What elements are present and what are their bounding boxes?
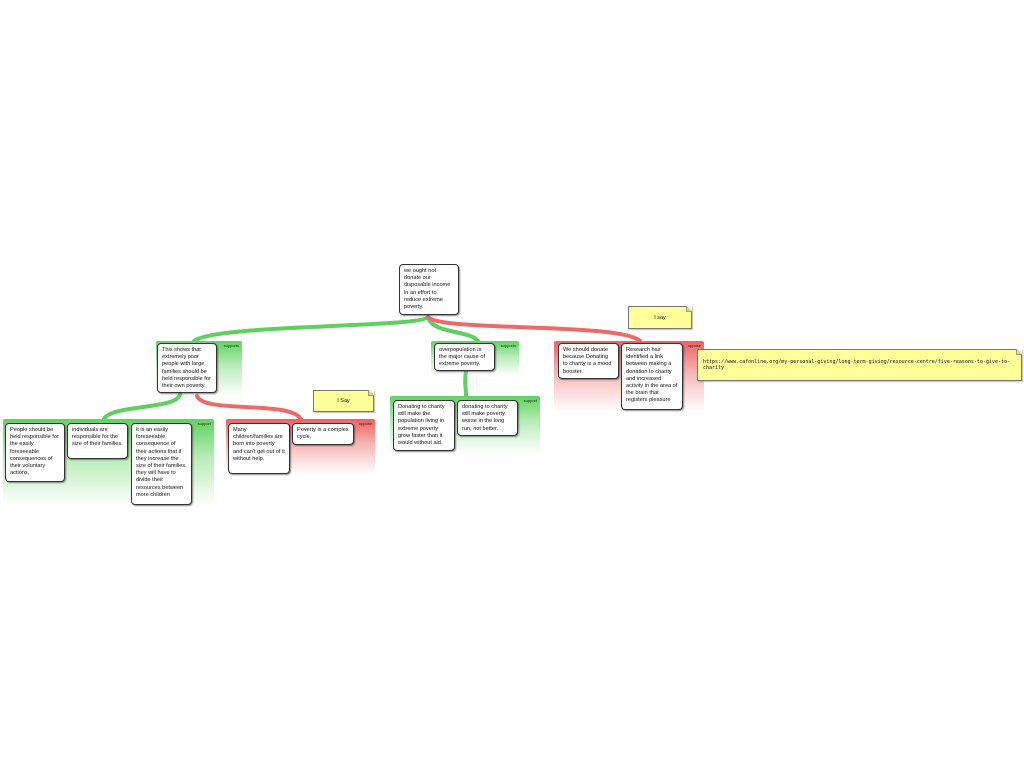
connector-n1-to-support — [102, 392, 182, 421]
claim-poverty-worse-long-run[interactable]: donating to charity will make poverty wo… — [457, 400, 518, 436]
note-text: I Say — [337, 398, 350, 404]
claim-extremely-poor-responsible[interactable]: This shows that extremely poor people wi… — [157, 343, 217, 393]
note-i-say-right[interactable]: I say — [628, 306, 692, 329]
claim-research-brain-pleasure[interactable]: Research has identified a link between m… — [621, 343, 683, 410]
claim-complex-cycle[interactable]: Poverty is a complex cycle. — [292, 423, 354, 445]
connector-n1-to-oppose — [195, 394, 303, 421]
claim-foreseeable-consequence[interactable]: it is an easily foreseeable consequence … — [131, 423, 192, 505]
root-claim[interactable]: we ought not donate our disposable incom… — [399, 264, 459, 315]
group-label: support — [523, 398, 537, 403]
connector-root-to-supports-middle — [426, 315, 480, 343]
group-label: supports — [500, 343, 516, 348]
group-label: oppose — [687, 343, 701, 348]
claim-population-grow-faster[interactable]: Donating to charity will make the popula… — [393, 400, 455, 451]
claim-overpopulation-cause[interactable]: overpopulation is the major cause of ext… — [434, 343, 495, 371]
group-label: supports — [223, 343, 239, 348]
connector-root-to-supports-left — [192, 315, 430, 343]
claim-individuals-responsible-size[interactable]: individuals are responsible for the size… — [67, 423, 128, 459]
claim-mood-booster[interactable]: We should donate because Donating to cha… — [558, 343, 619, 379]
group-label: support — [197, 421, 211, 426]
note-i-say-left[interactable]: I Say — [313, 390, 374, 412]
note-source-url[interactable]: https://www.cafonline.org/my-personal-gi… — [697, 349, 1022, 381]
connector-root-to-oppose-right — [426, 315, 642, 343]
claim-held-responsible-consequences[interactable]: People should be held responsible for th… — [5, 423, 65, 482]
note-url-text: https://www.cafonline.org/my-personal-gi… — [703, 359, 1011, 371]
group-label: oppose — [358, 421, 372, 426]
note-text: I say — [654, 314, 666, 321]
claim-born-into-poverty[interactable]: Many children/families are born into pov… — [228, 423, 290, 474]
